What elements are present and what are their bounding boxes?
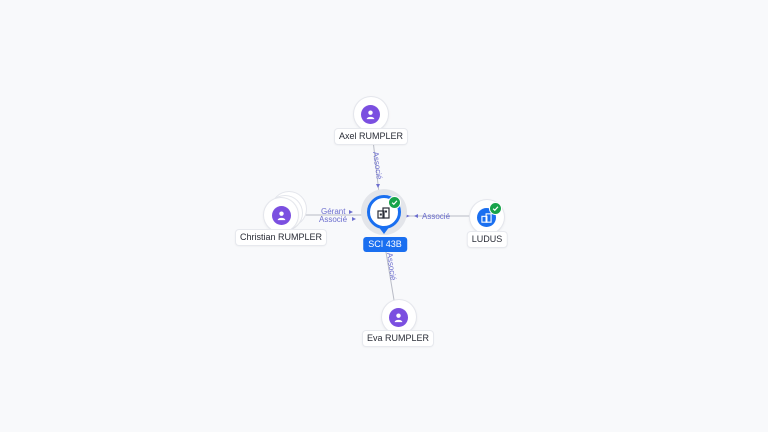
center-label: SCI 43B [363,237,407,252]
edge-arrow-ludus-2 [414,214,418,218]
node-label: Axel RUMPLER [334,129,408,144]
node-label: Eva RUMPLER [362,331,434,346]
node-label: Christian RUMPLER [235,230,327,245]
edge-label-axel: Associé [371,151,384,181]
edge-label-christian-gerant: Gérant [321,207,346,216]
person-icon [389,308,408,327]
verified-check-icon [388,196,401,209]
person-icon [272,206,291,225]
node-label: LUDUS [467,232,507,247]
edge-arrow-christian [349,210,353,214]
building-icon [377,206,390,224]
pin-tip [378,226,390,234]
edge-label-ludus: Associé [422,212,451,221]
edge-label-eva: Associé [385,252,398,282]
verified-check-icon [489,202,502,215]
edge-arrow-axel [376,184,380,188]
person-icon [361,105,380,124]
edge-label-christian-associe: Associé [319,215,348,224]
edge-arrow-christian-2 [352,217,356,221]
